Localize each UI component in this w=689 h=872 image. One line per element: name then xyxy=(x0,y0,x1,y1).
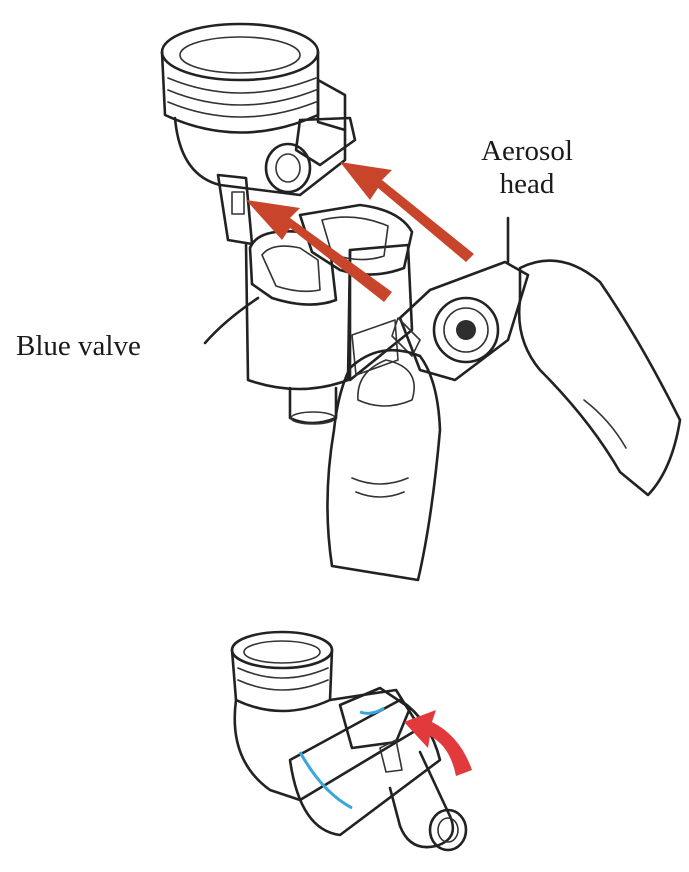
blue-valve-leader-line xyxy=(205,298,258,343)
assembled-nebulizer xyxy=(232,632,466,850)
rotation-arrow xyxy=(404,710,472,776)
aerosol-head-label-line2: head xyxy=(452,168,602,201)
blue-valve-label: Blue valve xyxy=(16,330,141,363)
aerosol-head-label: Aerosol head xyxy=(452,135,602,202)
insertion-arrows xyxy=(246,162,474,302)
aerosol-head-label-line1: Aerosol xyxy=(452,135,602,168)
hand-shape xyxy=(327,261,680,580)
